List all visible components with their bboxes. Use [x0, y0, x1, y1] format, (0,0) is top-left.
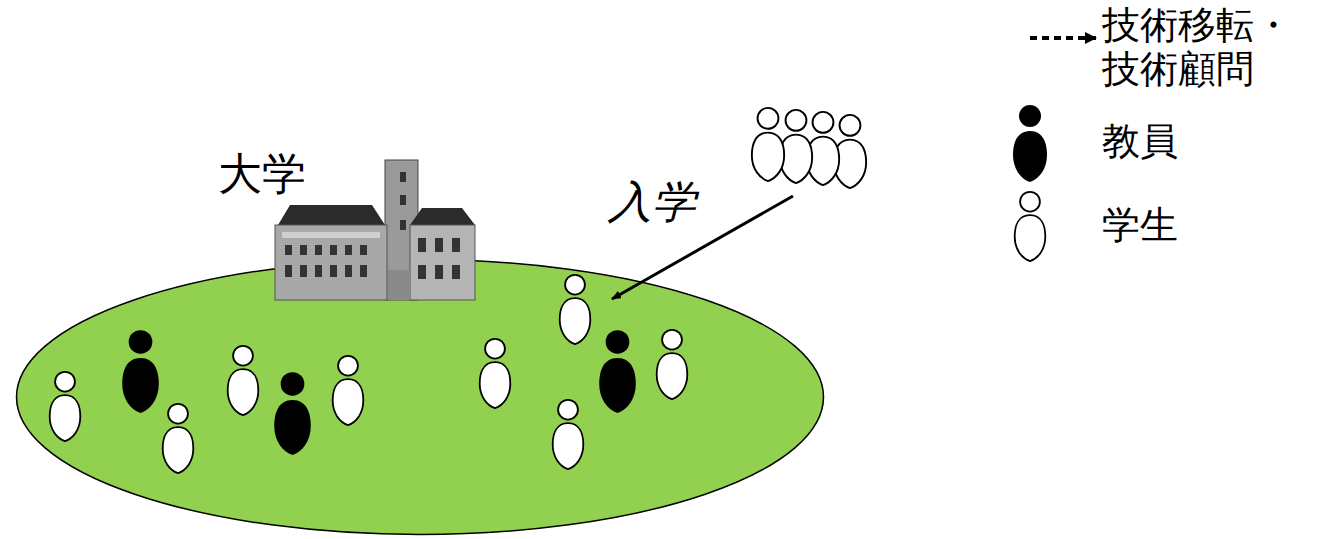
university-building: [275, 160, 475, 300]
legend-row: 技術移転・ 技術顧問: [1102, 4, 1303, 91]
flow-label: 入学: [608, 178, 696, 226]
people: [50, 275, 688, 473]
legend-text: 技術移転・ 技術顧問: [1102, 4, 1303, 91]
legend-row: 学生: [1102, 204, 1303, 248]
legend-student-icon: [1015, 192, 1046, 261]
legend-text: 学生: [1102, 204, 1303, 248]
node-title: 大学: [218, 150, 306, 198]
legend-row: 教員: [1102, 120, 1303, 164]
student-group: [752, 108, 866, 188]
legend-dotted-arrow: [1030, 36, 1096, 40]
label-holder: 入学: [608, 178, 696, 226]
legend-faculty-icon: [1013, 105, 1047, 182]
legend-text: 教員: [1102, 120, 1303, 164]
